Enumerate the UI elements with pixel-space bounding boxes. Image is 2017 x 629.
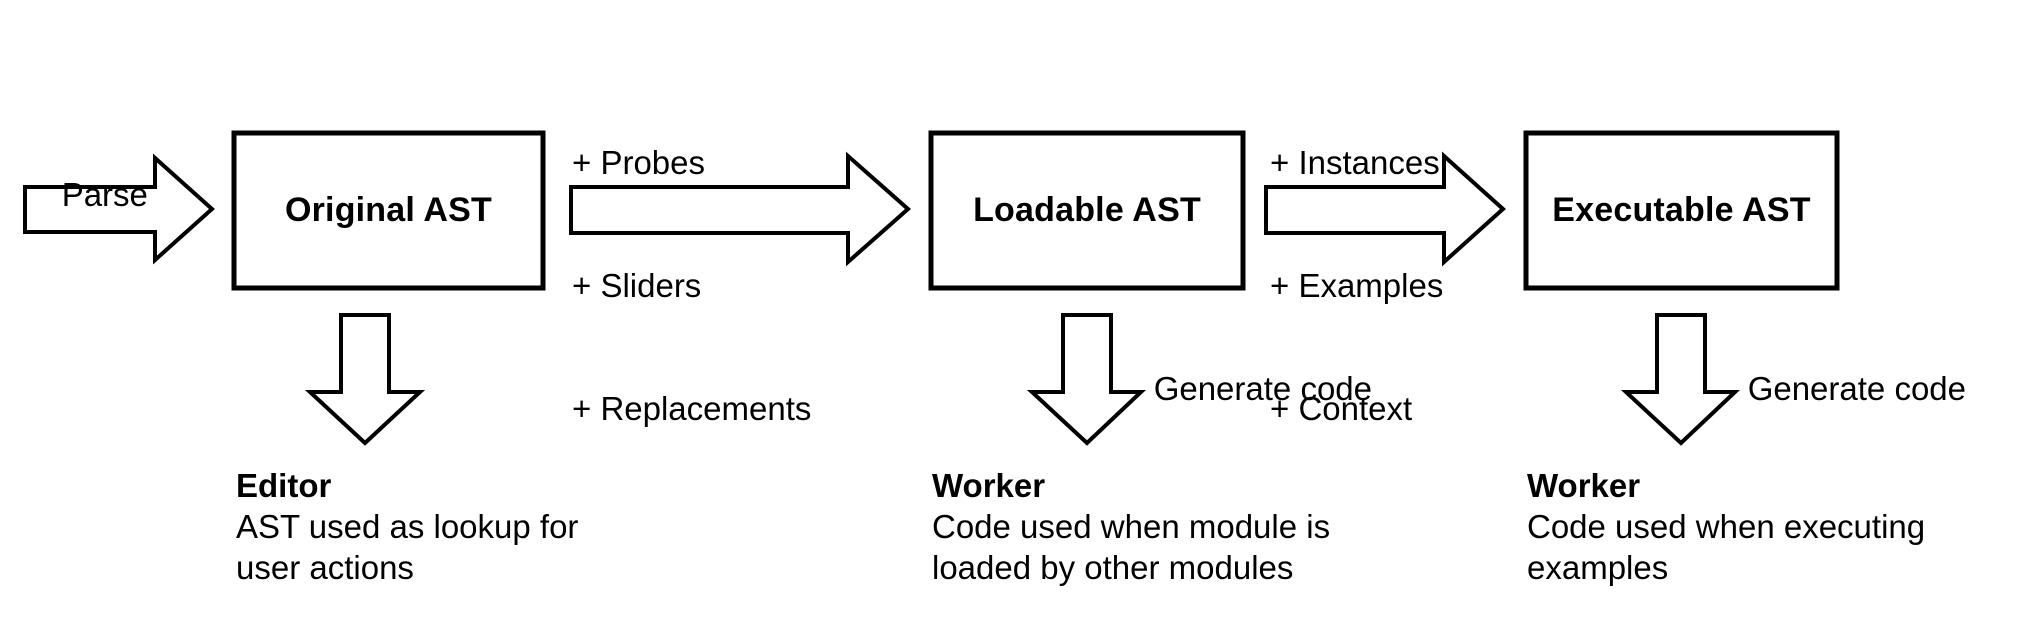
generate-code-label-executable: Generate code: [1747, 370, 1967, 407]
note-editor: Editor AST used as lookup for user actio…: [236, 465, 578, 588]
box-executable-ast: [1523, 130, 1840, 291]
transition-parse-line-1: Parse: [61, 176, 148, 213]
note-editor-title: Editor: [236, 467, 332, 504]
stage-label-executable-ast: Executable AST: [1526, 133, 1837, 288]
transition-o2l-line-3: + Replacements: [572, 390, 812, 427]
box-original-ast-label: Original AST: [284, 191, 493, 229]
note-loadable-worker-line-1: Code used when module is: [932, 508, 1331, 545]
transition-label-parse: Parse: [25, 145, 148, 244]
arrow-down-loadable-worker: [1026, 313, 1147, 446]
transition-l2e-line-1: + Instances: [1270, 144, 1440, 181]
transition-label-original-to-loadable: + Probes + Sliders + Replacements: [572, 60, 811, 511]
note-executable-worker: Worker Code used when executing examples: [1527, 465, 1925, 588]
transition-label-loadable-to-executable: + Instances + Examples + Context: [1270, 60, 1443, 511]
output-arrow-label-executable-worker: Generate code: [1711, 339, 1966, 438]
transition-l2e-line-3: + Context: [1270, 390, 1413, 427]
arrow-loadable-to-executable: [1264, 151, 1506, 267]
arrow-down-editor: [304, 313, 426, 446]
generate-code-label-loadable: Generate code: [1153, 370, 1373, 407]
output-arrow-label-loadable-worker: Generate code: [1117, 339, 1372, 438]
transition-o2l-line-1: + Probes: [572, 144, 705, 181]
arrow-parse: [23, 153, 215, 265]
note-loadable-worker: Worker Code used when module is loaded b…: [932, 465, 1330, 588]
box-original-ast: [231, 130, 546, 291]
transition-o2l-line-2: + Sliders: [572, 267, 702, 304]
note-executable-worker-line-2: examples: [1527, 549, 1669, 586]
note-editor-line-2: user actions: [236, 549, 414, 586]
transition-l2e-line-2: + Examples: [1270, 267, 1444, 304]
note-editor-line-1: AST used as lookup for: [236, 508, 579, 545]
note-executable-worker-title: Worker: [1527, 467, 1641, 504]
box-loadable-ast: [928, 130, 1246, 291]
box-executable-ast-label: Executable AST: [1552, 191, 1811, 229]
box-loadable-ast-label: Loadable AST: [973, 191, 1201, 229]
arrow-down-executable-worker: [1620, 313, 1741, 446]
arrow-original-to-loadable: [569, 151, 912, 267]
stage-label-loadable-ast: Loadable AST: [931, 133, 1243, 288]
stage-label-original-ast: Original AST: [234, 133, 543, 288]
note-executable-worker-line-1: Code used when executing: [1527, 508, 1926, 545]
note-loadable-worker-line-2: loaded by other modules: [932, 549, 1294, 586]
note-loadable-worker-title: Worker: [932, 467, 1046, 504]
